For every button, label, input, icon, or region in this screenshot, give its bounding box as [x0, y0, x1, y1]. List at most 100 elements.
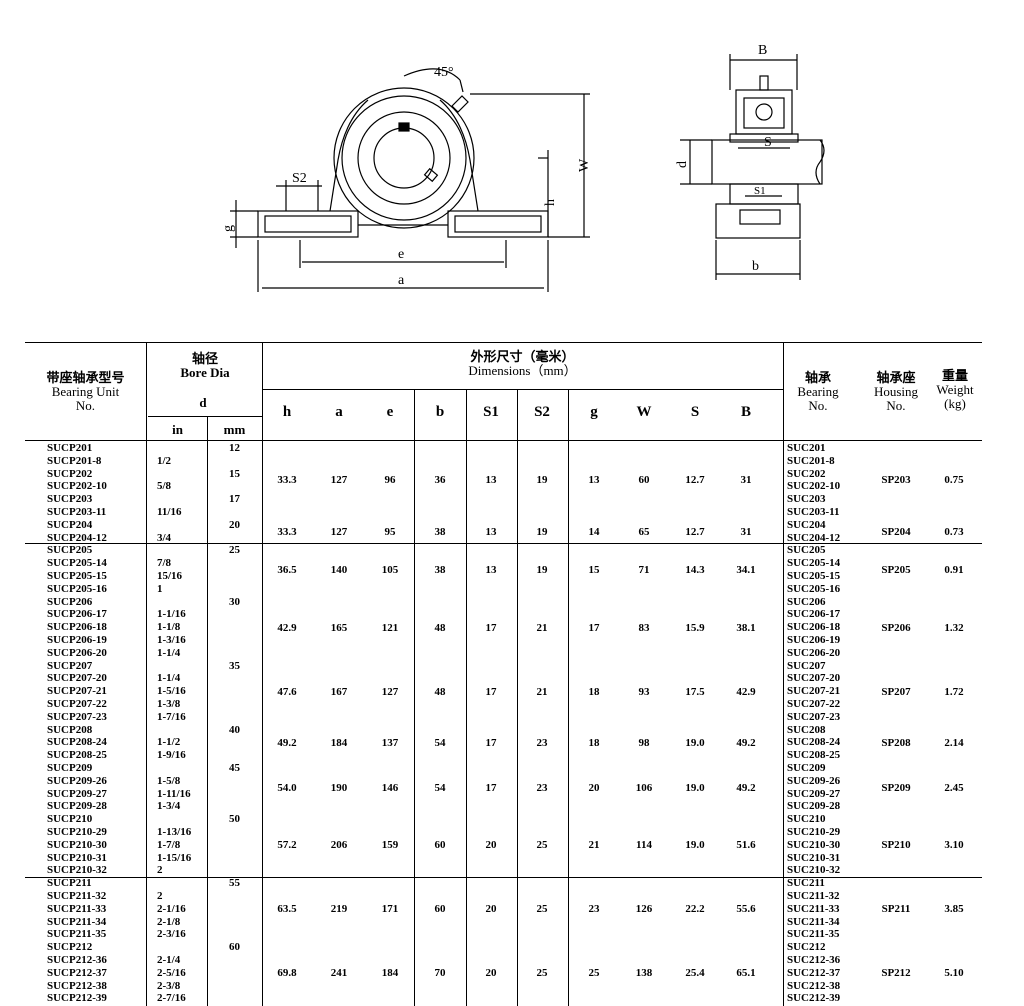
weight-value: 0.73: [944, 525, 964, 538]
group-rule-1: [25, 543, 982, 544]
dim-value: 114: [636, 839, 652, 852]
label-b-upper: B: [758, 43, 767, 58]
bearing-number: SUC211-35: [787, 928, 840, 941]
unit-number: SUCP208-24: [47, 736, 107, 749]
bearing-number: SUC211-33: [787, 902, 840, 915]
dim-header-s1: S1: [483, 404, 499, 420]
bearing-number: SUC201-8: [787, 454, 835, 467]
housing-number: SP206: [881, 621, 911, 634]
dim-value: 17: [485, 736, 497, 749]
weight-value: 2.14: [944, 736, 964, 749]
header-model: 带座轴承型号 Bearing Unit No.: [25, 371, 146, 413]
unit-number: SUCP205-16: [47, 582, 107, 595]
bearing-number: SUC206: [787, 595, 826, 608]
bearing-number: SUC207-20: [787, 672, 841, 685]
bearing-number: SUC212-39: [787, 992, 841, 1005]
weight-value: 5.10: [944, 967, 964, 980]
col-divider-g: [568, 389, 569, 1006]
col-divider-s2: [517, 389, 518, 1006]
bore-inch: 1-9/16: [157, 749, 186, 762]
bore-inch: 1-1/2: [157, 736, 181, 749]
bearing-number: SUC212-38: [787, 979, 841, 992]
bearing-number: SUC202: [787, 467, 826, 480]
housing-number: SP211: [881, 903, 911, 916]
unit-number: SUCP209-28: [47, 800, 107, 813]
dim-value: 140: [330, 564, 348, 576]
bearing-number: SUC207-22: [787, 698, 841, 710]
label-s: S: [764, 135, 772, 150]
unit-number: SUCP207-21: [47, 685, 107, 698]
label-s2: S2: [292, 171, 307, 186]
dim-value: 13: [588, 474, 600, 487]
header-weight: 重量 Weight (kg): [928, 369, 982, 411]
dim-value: 69.8: [277, 967, 297, 980]
label-s1: S1: [754, 185, 766, 197]
dim-value: 19: [536, 474, 548, 487]
dim-value: 206: [330, 839, 348, 852]
bore-inch: 2-1/8: [157, 915, 181, 928]
unit-number: SUCP208: [47, 723, 93, 736]
dim-value: 137: [381, 736, 399, 749]
dim-value: 98: [638, 736, 650, 749]
header-inch: in: [172, 422, 183, 437]
bore-inch: 1-3/16: [157, 634, 186, 646]
dim-value: 17: [485, 685, 497, 698]
dim-value: 54.0: [277, 781, 297, 794]
dim-value: 48: [434, 685, 446, 698]
dim-value: 105: [381, 564, 399, 576]
dim-header-b: b: [435, 404, 445, 420]
dim-header-h: h: [282, 404, 292, 420]
housing-number: SP210: [881, 839, 911, 852]
dim-header-g: g: [590, 404, 598, 420]
dim-value: 25: [536, 967, 548, 980]
bore: [373, 127, 435, 189]
col-divider-bearing: [783, 342, 784, 1006]
dim-header-w: W: [636, 404, 652, 420]
unit-number: SUCP210-31: [47, 851, 107, 864]
dim-value: 127: [381, 685, 399, 698]
dim-value: 70: [434, 967, 446, 980]
bore-inch: 1-1/8: [157, 621, 181, 634]
unit-number: SUCP210: [47, 813, 93, 826]
unit-number: SUCP209: [47, 762, 93, 774]
header-bearing-en: Bearing: [797, 384, 839, 399]
bearing-number: SUC203: [787, 493, 826, 506]
bore-mm: 17: [229, 493, 240, 506]
weight-value: 3.10: [944, 839, 964, 852]
unit-number: SUCP212-37: [47, 966, 107, 979]
dim-value: 48: [434, 621, 446, 634]
unit-number: SUCP203: [47, 493, 93, 506]
angle-label: 45°: [434, 65, 454, 80]
header-housing-cn: 轴承座: [876, 370, 916, 385]
bearing-number: SUC203-11: [787, 506, 840, 518]
bore-inch: 1-7/16: [157, 710, 186, 723]
dim-value: 18: [588, 736, 600, 749]
dim-value: 31: [740, 474, 752, 487]
header-housing-no: No.: [886, 398, 906, 413]
bore-mm: 30: [229, 595, 240, 608]
bore-inch: 2: [157, 864, 163, 877]
group-rule-2: [25, 877, 982, 878]
col-divider-unit: [146, 342, 147, 1006]
dim-value: 54: [434, 736, 446, 749]
dim-value: 17: [485, 781, 497, 794]
dim-value: 17: [485, 621, 497, 634]
dim-value: 20: [485, 967, 497, 980]
bore-inch: 1-15/16: [157, 851, 192, 864]
bearing-number: SUC212-37: [787, 966, 841, 979]
dim-value: 49.2: [736, 781, 756, 794]
dim-value: 60: [434, 903, 446, 916]
unit-number: SUCP207: [47, 659, 93, 672]
label-h: h: [543, 199, 558, 206]
bore-inch: 2-7/16: [157, 992, 186, 1005]
technical-drawing: 45° S2 g h W e a B d S S1 b: [221, 43, 825, 292]
header-weight-en: Weight: [936, 382, 974, 397]
unit-number: SUCP212-36: [47, 954, 107, 966]
dim-header-e: e: [386, 404, 394, 420]
header-rule: [25, 440, 982, 441]
bore-mm: 15: [229, 467, 240, 480]
dim-value: 184: [381, 967, 399, 980]
unit-number: SUCP206: [47, 595, 93, 608]
col-divider-b: [414, 389, 415, 1006]
table-top-rule: [25, 342, 982, 343]
